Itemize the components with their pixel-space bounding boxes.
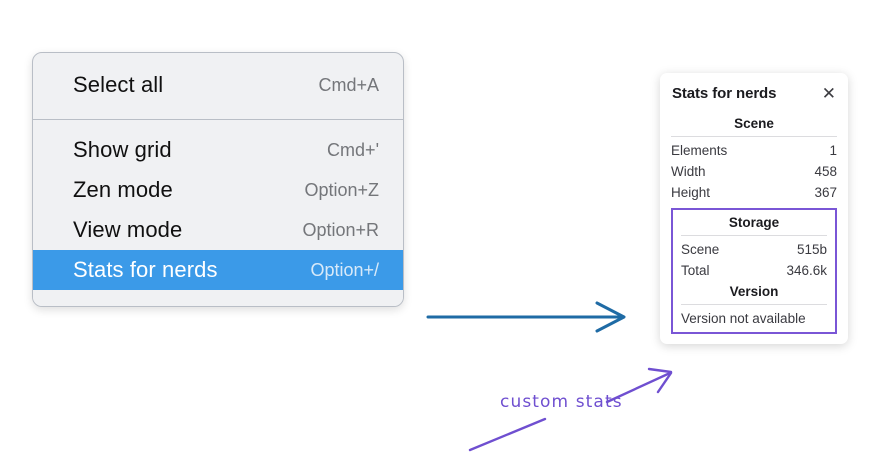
menu-item-shortcut: Option+/ [310, 259, 379, 280]
menu-bottom-padding [33, 290, 403, 306]
menu-item-select-all[interactable]: Select all Cmd+A [33, 65, 403, 105]
canvas-context-menu[interactable]: Select all Cmd+A Show grid Cmd+' Zen mod… [32, 52, 404, 307]
menu-item-label: View mode [73, 217, 183, 242]
section-heading-scene: Scene [734, 116, 774, 131]
menu-group-view: Show grid Cmd+' Zen mode Option+Z View m… [33, 120, 403, 290]
stats-row-value: 458 [814, 164, 837, 179]
menu-item-label: Select all [73, 72, 164, 97]
menu-item-zen-mode[interactable]: Zen mode Option+Z [33, 170, 403, 210]
stats-panel-body: Scene Elements 1 Width 458 Height 367 St… [660, 114, 848, 334]
stats-row-value: 1 [829, 143, 837, 158]
section-heading-storage: Storage [728, 215, 780, 230]
stats-row-key: Elements [671, 143, 728, 158]
stats-row-storage-total: Total 346.6k [681, 260, 827, 281]
stats-for-nerds-panel: Stats for nerds ✕ Scene Elements 1 Width… [660, 73, 848, 344]
stats-section-version: Version Version not available [681, 281, 827, 328]
stats-row-key: Width [671, 164, 706, 179]
menu-group-selection: Select all Cmd+A [33, 53, 403, 119]
menu-item-view-mode[interactable]: View mode Option+R [33, 210, 403, 250]
menu-item-show-grid[interactable]: Show grid Cmd+' [33, 130, 403, 170]
stats-row-value: 346.6k [786, 263, 827, 278]
stats-section-scene: Scene Elements 1 Width 458 Height 367 [671, 114, 837, 203]
stats-panel-title: Stats for nerds [672, 85, 777, 102]
section-heading-version: Version [729, 284, 779, 299]
menu-item-label: Stats for nerds [73, 257, 218, 282]
stats-row-key: Height [671, 185, 711, 200]
menu-separator [33, 119, 403, 120]
blue-flow-arrow [426, 301, 626, 333]
stats-panel-header: Stats for nerds ✕ [660, 85, 848, 102]
stats-row-value: 515b [796, 242, 827, 257]
menu-item-shortcut: Option+Z [304, 179, 379, 200]
menu-item-label: Show grid [73, 137, 172, 162]
close-icon[interactable]: ✕ [821, 84, 836, 103]
purple-underline-stroke [468, 417, 547, 452]
stats-row-key: Scene [681, 242, 720, 257]
custom-stats-annotation-label: custom stats [500, 392, 623, 412]
stats-row-elements: Elements 1 [671, 140, 837, 161]
stats-row-height: Height 367 [671, 182, 837, 203]
menu-item-shortcut: Option+R [302, 219, 379, 240]
section-divider [681, 235, 827, 236]
menu-item-label: Zen mode [73, 177, 173, 202]
menu-item-stats-for-nerds[interactable]: Stats for nerds Option+/ [33, 250, 403, 290]
section-divider [671, 136, 837, 137]
stats-row-storage-scene: Scene 515b [681, 239, 827, 260]
menu-item-shortcut: Cmd+' [327, 139, 379, 160]
custom-stats-highlight-box: Storage Scene 515b Total 346.6k Version … [671, 208, 837, 334]
menu-item-shortcut: Cmd+A [318, 74, 379, 95]
stats-row-key: Total [681, 263, 710, 278]
stats-version-text: Version not available [681, 311, 806, 326]
section-divider [681, 304, 827, 305]
stats-section-storage: Storage Scene 515b Total 346.6k [681, 212, 827, 281]
stats-row-width: Width 458 [671, 161, 837, 182]
stats-row-value: 367 [814, 185, 837, 200]
